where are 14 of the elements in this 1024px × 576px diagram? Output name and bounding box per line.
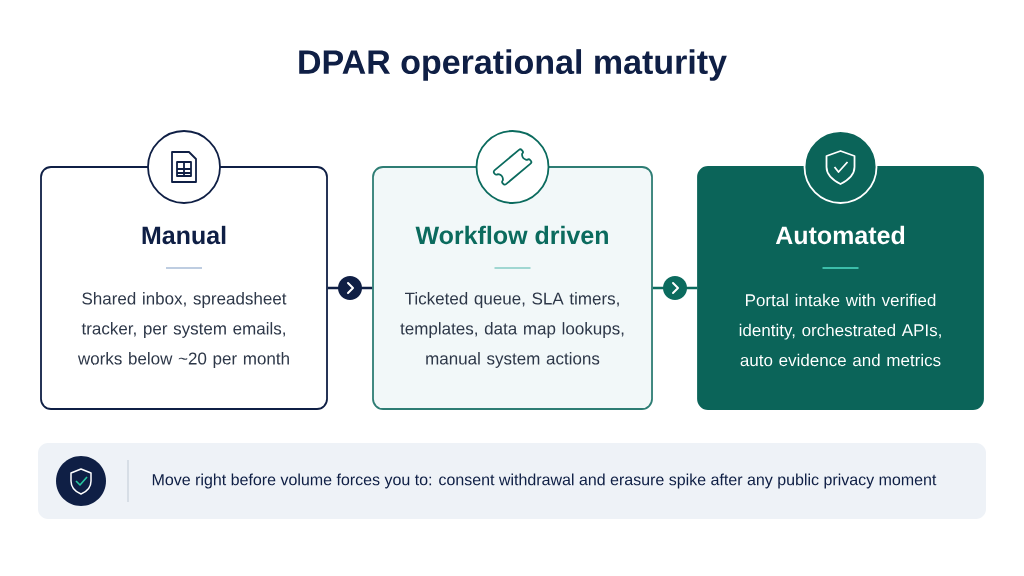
stage-description: Shared inbox, spreadsheet tracker, per system emails, works below ~20 per month — [77, 292, 289, 368]
stage-title: Automated — [775, 225, 905, 245]
chevron-connector — [652, 276, 698, 300]
diagram-title: DPAR operational maturity — [299, 49, 727, 81]
stage-card — [372, 130, 653, 410]
note-band — [38, 443, 986, 519]
stage-card — [40, 130, 328, 410]
stage-title: Workflow driven — [415, 225, 608, 245]
note-text: Move right before volume forces you to: consent withdrawal and erasure spike after any public privacy moment — [152, 473, 937, 489]
stage-description: Ticketed queue, SLA timers, templates, data map lookups, manual system actions — [400, 292, 624, 368]
stage-title: Manual — [142, 225, 226, 245]
chevron-connector — [327, 276, 373, 300]
stage-card — [697, 130, 984, 410]
stage-description: Portal intake with verified identity, orchestrated APIs, auto evidence and metrics — [739, 293, 941, 367]
